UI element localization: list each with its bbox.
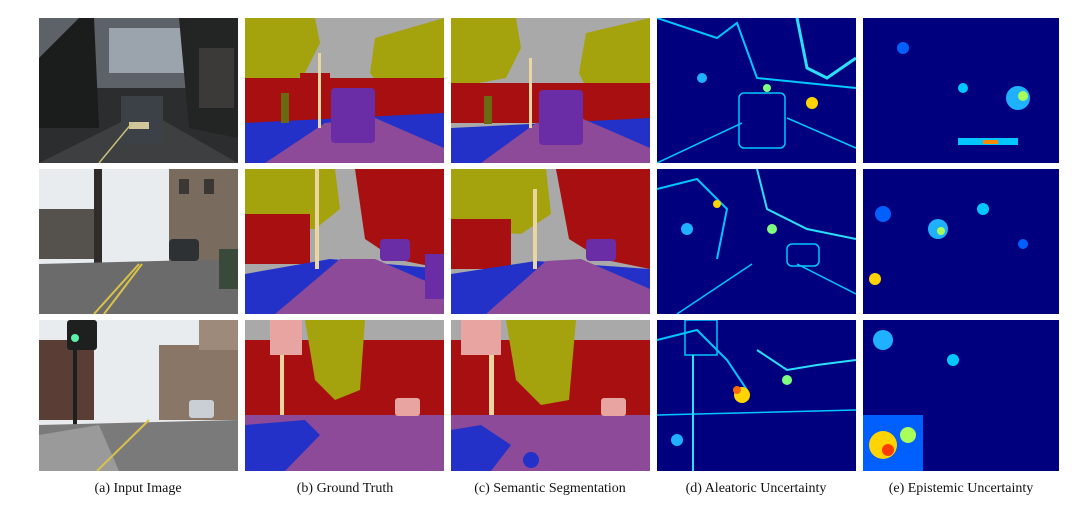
epistemic-uncertainty-row2 (863, 169, 1059, 314)
semantic-segmentation-row2 (451, 169, 650, 314)
semantic-segmentation-row3 (451, 320, 650, 471)
epistemic-uncertainty-row3 (863, 320, 1059, 471)
caption-input-image: (a) Input Image (94, 481, 182, 496)
input-image-row2 (39, 169, 238, 314)
caption-epistemic-uncertainty: (e) Epistemic Uncertainty (888, 481, 1034, 496)
ground-truth-row1 (245, 18, 444, 163)
ground-truth-row3 (245, 320, 444, 471)
input-image-row3 (39, 320, 238, 471)
input-image-row1 (39, 18, 238, 163)
semantic-segmentation-row1 (451, 18, 650, 163)
image-grid (39, 18, 1059, 473)
aleatoric-uncertainty-row2 (657, 169, 856, 314)
aleatoric-uncertainty-row3 (657, 320, 856, 471)
caption-semantic-segmentation: (c) Semantic Segmentation (474, 481, 626, 496)
ground-truth-row2 (245, 169, 444, 314)
aleatoric-uncertainty-row1 (657, 18, 856, 163)
caption-aleatoric-uncertainty: (d) Aleatoric Uncertainty (685, 481, 827, 496)
caption-ground-truth: (b) Ground Truth (296, 481, 394, 496)
epistemic-uncertainty-row1 (863, 18, 1059, 163)
